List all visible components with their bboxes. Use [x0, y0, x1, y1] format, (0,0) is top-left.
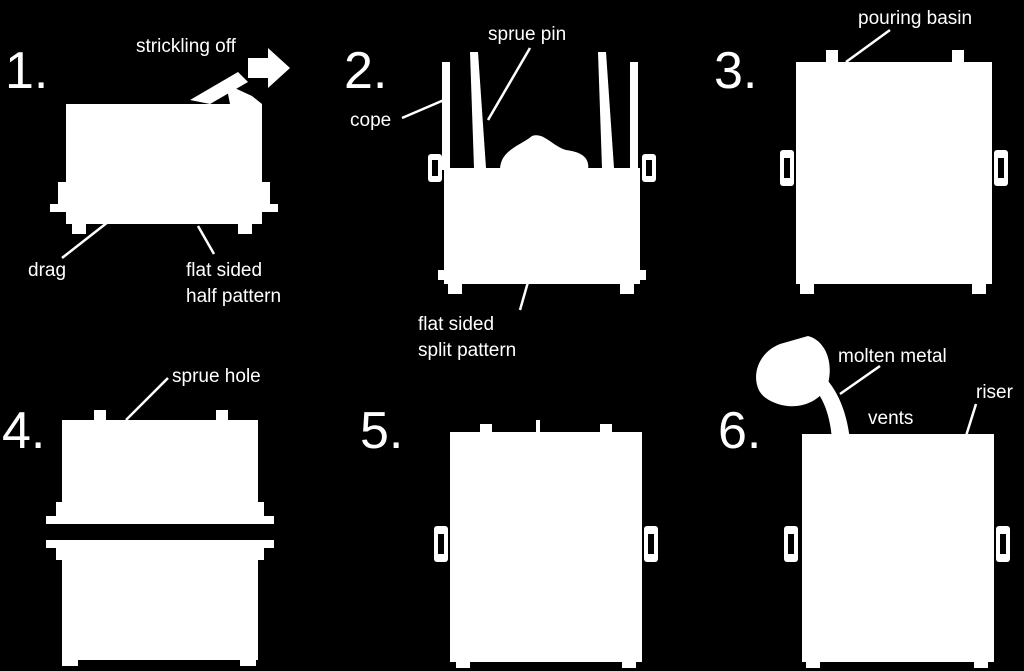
label-cope: cope [350, 110, 391, 131]
drag-flask-2 [428, 154, 656, 294]
panel-2: 2. sprue pin cope flat sided split patte… [344, 24, 656, 361]
sprue-pin-right [598, 52, 614, 168]
drag-separated [46, 540, 274, 666]
label-flat-sided-2: flat sided [418, 314, 494, 335]
step-number-1: 1. [5, 42, 48, 100]
drag-flask [50, 104, 278, 234]
cope-lifted [46, 410, 274, 524]
label-drag: drag [28, 260, 66, 281]
label-split-pattern: split pattern [418, 340, 516, 361]
cope-rail-right [630, 62, 638, 170]
panel-6: 6. molten metal vents riser [718, 336, 1014, 668]
step-number-2: 2. [344, 42, 387, 100]
closed-mold-5 [434, 420, 658, 668]
panel-5: 5. [360, 402, 658, 668]
step-number-3: 3. [714, 42, 757, 100]
label-riser: riser [976, 382, 1014, 403]
panel-1: 1. strickling off drag flat sided half p… [5, 36, 290, 307]
label-sprue-pin: sprue pin [488, 24, 566, 45]
step-number-4: 4. [2, 402, 45, 460]
strickle-bar [190, 72, 262, 104]
molten-metal-stream [808, 368, 850, 440]
split-pattern-top [500, 135, 589, 170]
label-molten-metal: molten metal [838, 346, 947, 367]
closed-mold-3 [780, 50, 1008, 294]
label-half-pattern: half pattern [186, 286, 281, 307]
panel-3: 3. pouring basin [714, 8, 1008, 294]
label-vents: vents [868, 408, 913, 429]
cope-rail-left [442, 62, 450, 170]
ladle [756, 336, 830, 407]
sprue-pin-left [470, 52, 486, 168]
label-sprue-hole: sprue hole [172, 366, 261, 387]
panel-4: 4. sprue hole [2, 366, 274, 666]
label-strickling-off: strickling off [136, 36, 237, 57]
direction-arrow [248, 48, 290, 88]
step-number-5: 5. [360, 402, 403, 460]
label-flat-sided-1: flat sided [186, 260, 262, 281]
closed-mold-6 [784, 434, 1010, 668]
label-pouring-basin: pouring basin [858, 8, 972, 29]
step-number-6: 6. [718, 402, 761, 460]
